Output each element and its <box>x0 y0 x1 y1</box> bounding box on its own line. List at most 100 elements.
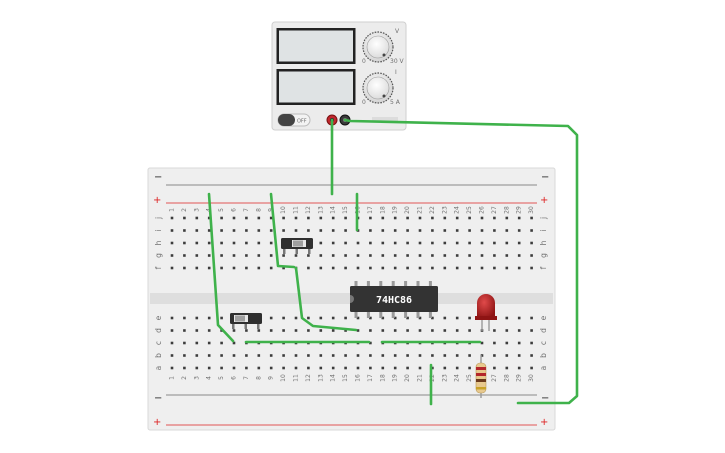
chip-pin[interactable] <box>391 281 395 288</box>
column-number-top-12: 12 <box>305 206 312 214</box>
column-number-bottom-29: 29 <box>516 374 523 382</box>
row-letter-f: f <box>539 266 548 269</box>
voltage-knob[interactable] <box>362 31 394 63</box>
chip-pin[interactable] <box>379 311 383 318</box>
column-number-top-13: 13 <box>317 206 324 214</box>
chip-pin[interactable] <box>354 311 358 318</box>
top-rail-holes[interactable] <box>165 189 541 192</box>
column-number-bottom-16: 16 <box>355 374 362 382</box>
column-number-bottom-27: 27 <box>491 374 498 382</box>
slide-switch-top[interactable] <box>281 238 313 254</box>
column-number-bottom-18: 18 <box>379 374 386 382</box>
column-number-bottom-15: 15 <box>342 374 349 382</box>
column-number-top-8: 8 <box>255 208 262 212</box>
column-number-top-3: 3 <box>193 208 200 212</box>
column-number-bottom-20: 20 <box>404 374 411 382</box>
column-number-top-10: 10 <box>280 206 287 214</box>
column-number-top-1: 1 <box>169 208 176 212</box>
chip-pin[interactable] <box>354 281 358 288</box>
column-number-top-20: 20 <box>404 206 411 214</box>
row-letter-g: g <box>539 253 548 258</box>
voltage-knob-label: V <box>395 28 400 35</box>
bottom-rail-holes[interactable] <box>165 402 541 405</box>
column-number-bottom-21: 21 <box>417 374 424 382</box>
row-letter-a: a <box>539 366 548 371</box>
column-number-bottom-19: 19 <box>392 374 399 382</box>
column-number-top-17: 17 <box>367 206 374 214</box>
resistor[interactable] <box>475 355 487 398</box>
wire-rail-to-switch1[interactable] <box>207 192 235 343</box>
column-number-top-30: 30 <box>528 206 535 214</box>
slide-switch-bottom[interactable] <box>230 313 262 329</box>
led[interactable] <box>475 294 497 331</box>
row-letter-d: d <box>154 328 163 333</box>
rail-plus-bottom-right: + <box>540 417 548 428</box>
column-number-top-26: 26 <box>479 206 486 214</box>
ic-chip[interactable]: 74HC86 <box>350 281 438 318</box>
column-number-top-25: 25 <box>466 206 473 214</box>
column-number-top-15: 15 <box>342 206 349 214</box>
current-scale-max: 5 A <box>390 99 401 106</box>
column-number-bottom-7: 7 <box>243 376 250 380</box>
row-letter-b: b <box>154 353 163 358</box>
chip-pin[interactable] <box>428 311 432 318</box>
column-number-top-23: 23 <box>441 206 448 214</box>
chip-pin[interactable] <box>404 311 408 318</box>
current-knob-label: I <box>395 69 397 76</box>
column-number-top-18: 18 <box>379 206 386 214</box>
column-number-top-11: 11 <box>293 206 300 214</box>
wires[interactable] <box>207 118 579 406</box>
wire-rail-to-switch2[interactable] <box>269 192 296 269</box>
column-number-top-6: 6 <box>231 208 238 212</box>
column-number-bottom-25: 25 <box>466 374 473 382</box>
column-number-top-2: 2 <box>181 208 188 212</box>
chip-pin[interactable] <box>416 311 420 318</box>
row-letter-f: f <box>154 266 163 269</box>
column-number-top-21: 21 <box>417 206 424 214</box>
chip-pin[interactable] <box>416 281 420 288</box>
chip-pin[interactable] <box>428 281 432 288</box>
column-number-bottom-4: 4 <box>206 376 213 380</box>
rail-plus-top-right: + <box>540 195 548 206</box>
chip-pin[interactable] <box>391 311 395 318</box>
row-letter-d: d <box>539 328 548 333</box>
power-supply: V 0 30 V I 0 5 A OFF <box>271 21 407 131</box>
column-number-bottom-24: 24 <box>454 374 461 382</box>
column-number-bottom-30: 30 <box>528 374 535 382</box>
row-letter-i: i <box>539 229 548 231</box>
column-number-top-27: 27 <box>491 206 498 214</box>
wire-switch2-to-chip[interactable] <box>294 266 358 332</box>
column-number-bottom-3: 3 <box>193 376 200 380</box>
column-number-bottom-22: 22 <box>429 374 436 382</box>
power-switch[interactable]: OFF <box>277 113 311 127</box>
wire-supply-negative[interactable] <box>343 118 579 405</box>
column-number-top-22: 22 <box>429 206 436 214</box>
column-number-top-7: 7 <box>243 208 250 212</box>
current-knob[interactable] <box>362 72 394 104</box>
chip-pin[interactable] <box>366 281 370 288</box>
column-number-bottom-6: 6 <box>231 376 238 380</box>
chip-label: 74HC86 <box>376 295 412 306</box>
column-number-bottom-11: 11 <box>293 374 300 382</box>
chip-pin[interactable] <box>404 281 408 288</box>
column-number-bottom-10: 10 <box>280 374 287 382</box>
row-letter-e: e <box>154 315 163 320</box>
chip-pin[interactable] <box>366 311 370 318</box>
column-number-bottom-12: 12 <box>305 374 312 382</box>
column-number-bottom-8: 8 <box>255 376 262 380</box>
rail-minus-bottom-right: − <box>541 393 549 404</box>
column-number-bottom-14: 14 <box>330 374 337 382</box>
row-letter-a: a <box>154 366 163 371</box>
column-number-top-5: 5 <box>218 208 225 212</box>
rail-minus-bottom-left: − <box>154 393 162 404</box>
row-letter-b: b <box>539 353 548 358</box>
current-scale-min: 0 <box>362 99 366 106</box>
rail-minus-top-right: − <box>541 172 549 183</box>
row-letter-c: c <box>154 341 163 345</box>
chip-pin[interactable] <box>379 281 383 288</box>
rail-plus-bottom-left: + <box>153 417 161 428</box>
rail-minus-top-left: − <box>154 172 162 183</box>
column-number-bottom-1: 1 <box>169 376 176 380</box>
column-number-bottom-23: 23 <box>441 374 448 382</box>
